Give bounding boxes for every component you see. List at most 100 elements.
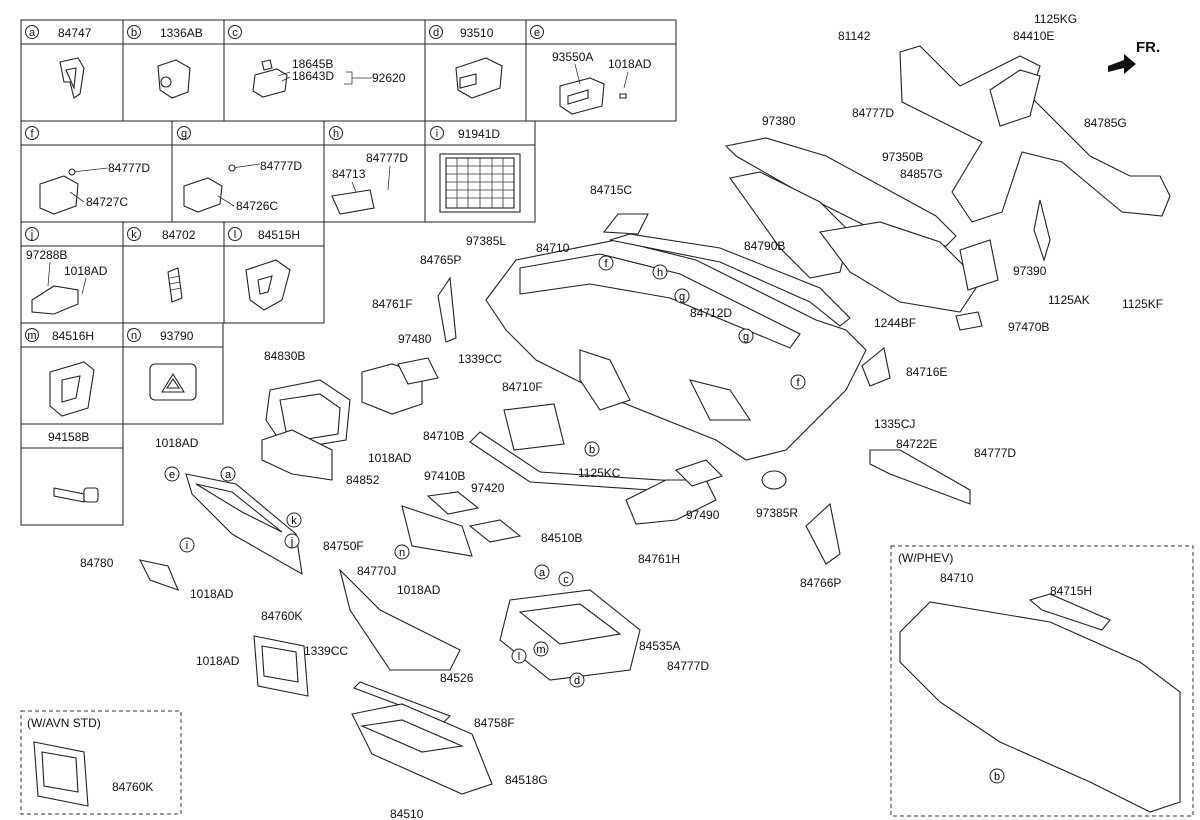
callout-label: 1018AD — [397, 583, 441, 597]
callout-label: 1125KG — [1034, 12, 1077, 26]
bracket-84722e — [869, 449, 971, 505]
callout-label: 84716E — [906, 365, 947, 379]
svg-text:g: g — [181, 128, 187, 140]
svg-text:FR.: FR. — [1136, 39, 1160, 56]
callout-label: 84760K — [261, 609, 302, 623]
panel-84760k — [253, 635, 309, 697]
side-vent-84761f — [361, 357, 439, 415]
svg-text:a: a — [29, 27, 36, 39]
callout-label: 84710 — [536, 241, 570, 255]
marker-h: h — [652, 264, 668, 280]
svg-text:h: h — [333, 128, 339, 140]
svg-text:e: e — [169, 469, 175, 481]
svg-text:k: k — [291, 515, 297, 527]
bracket-97288b-icon: 97288B 1018AD — [26, 248, 108, 315]
callout-label: 97410B — [424, 469, 465, 483]
svg-text:18643D: 18643D — [292, 69, 334, 83]
front-direction-indicator: FR. — [1108, 39, 1160, 74]
svg-text:k: k — [131, 229, 137, 241]
callout-label: 97350B — [882, 150, 923, 164]
cover-84515h-icon — [245, 259, 291, 311]
callout-label: 81142 — [838, 29, 871, 43]
defroster-cover-84790b — [609, 233, 851, 327]
glovebox-84510 — [351, 703, 493, 795]
legend-cell-b: b 1336AB — [127, 25, 203, 40]
svg-text:84726C: 84726C — [236, 199, 278, 213]
phev-inset: (W/PHEV) — [890, 545, 1194, 817]
marker-j: j — [284, 533, 300, 549]
svg-text:f: f — [796, 377, 800, 389]
svg-text:18645B: 18645B — [292, 57, 333, 71]
callout-label: 84761H — [638, 552, 680, 566]
column-cover-84852 — [261, 429, 333, 481]
svg-text:84747: 84747 — [58, 26, 92, 40]
marker-l: l — [511, 648, 527, 664]
svg-text:c: c — [563, 574, 569, 586]
marker-n: n — [394, 544, 410, 560]
callout-label: 84518G — [505, 773, 548, 787]
legend-cell-g: g — [177, 126, 191, 140]
callout-label: 97385L — [466, 234, 506, 248]
callout-label: 1018AD — [190, 587, 234, 601]
bracket-84726c-icon: 84777D 84726C — [183, 159, 302, 213]
callout-label: 84710B — [423, 429, 464, 443]
glovebox-84510b — [499, 589, 641, 681]
side-cover-84716e — [861, 346, 891, 387]
svg-text:i: i — [186, 540, 188, 552]
svg-text:b: b — [994, 771, 1000, 783]
svg-text:a: a — [225, 469, 232, 481]
marker-b: b — [989, 768, 1005, 784]
callout-label: 84780 — [80, 556, 114, 570]
svg-text:84777D: 84777D — [366, 151, 408, 165]
callout-label: 97420 — [471, 481, 505, 495]
svg-text:91941D: 91941D — [458, 127, 500, 141]
callout-label: 84760K — [112, 780, 153, 794]
callout-label: 97380 — [762, 114, 796, 128]
svg-text:d: d — [574, 675, 580, 687]
svg-text:f: f — [604, 258, 608, 270]
callout-label: 84715H — [1050, 584, 1092, 598]
callout-label: 1018AD — [155, 436, 199, 450]
clip-84747-icon — [59, 57, 85, 99]
callout-label: 1339CC — [458, 352, 502, 366]
cover-84516h-icon — [49, 361, 95, 417]
callout-label: 84770J — [357, 564, 396, 578]
callout-label: 84710 — [940, 571, 974, 585]
svg-text:93510: 93510 — [460, 26, 494, 40]
cowl-crossbar-84410e — [899, 45, 1171, 262]
fastener-1336ab-icon — [157, 59, 191, 99]
svg-text:l: l — [234, 229, 236, 241]
callout-label: 84830B — [264, 349, 305, 363]
svg-text:1336AB: 1336AB — [160, 26, 203, 40]
svg-text:h: h — [657, 267, 663, 279]
bracket-84713-icon: 84777D 84713 — [331, 151, 408, 215]
callout-label: 84857G — [900, 167, 943, 181]
svg-text:n: n — [399, 547, 405, 559]
cover-84715c — [602, 213, 649, 235]
marker-c: c — [558, 571, 574, 587]
svg-text:(W/AVN STD): (W/AVN STD) — [27, 716, 101, 730]
legend-cell-e: e — [530, 25, 544, 39]
svg-text:b: b — [131, 27, 137, 39]
cover-84765p — [437, 276, 457, 343]
bracket-84727c-icon: 84777D 84727C — [39, 161, 150, 215]
callout-label: 84710F — [502, 380, 543, 394]
legend-cell-c: c — [228, 25, 242, 39]
callout-label: 84766P — [800, 576, 841, 590]
svg-text:a: a — [539, 567, 546, 579]
callout-label: 84722E — [896, 437, 937, 451]
marker-a: a — [534, 564, 550, 580]
svg-text:84777D: 84777D — [260, 159, 302, 173]
cover-84780 — [138, 559, 179, 591]
svg-text:j: j — [290, 536, 293, 548]
svg-text:84713: 84713 — [332, 167, 366, 181]
callout-label: 97385R — [756, 506, 798, 520]
switch-93510-icon — [455, 57, 503, 99]
callout-label: 84715C — [590, 183, 632, 197]
callout-label: 84510 — [390, 807, 424, 820]
